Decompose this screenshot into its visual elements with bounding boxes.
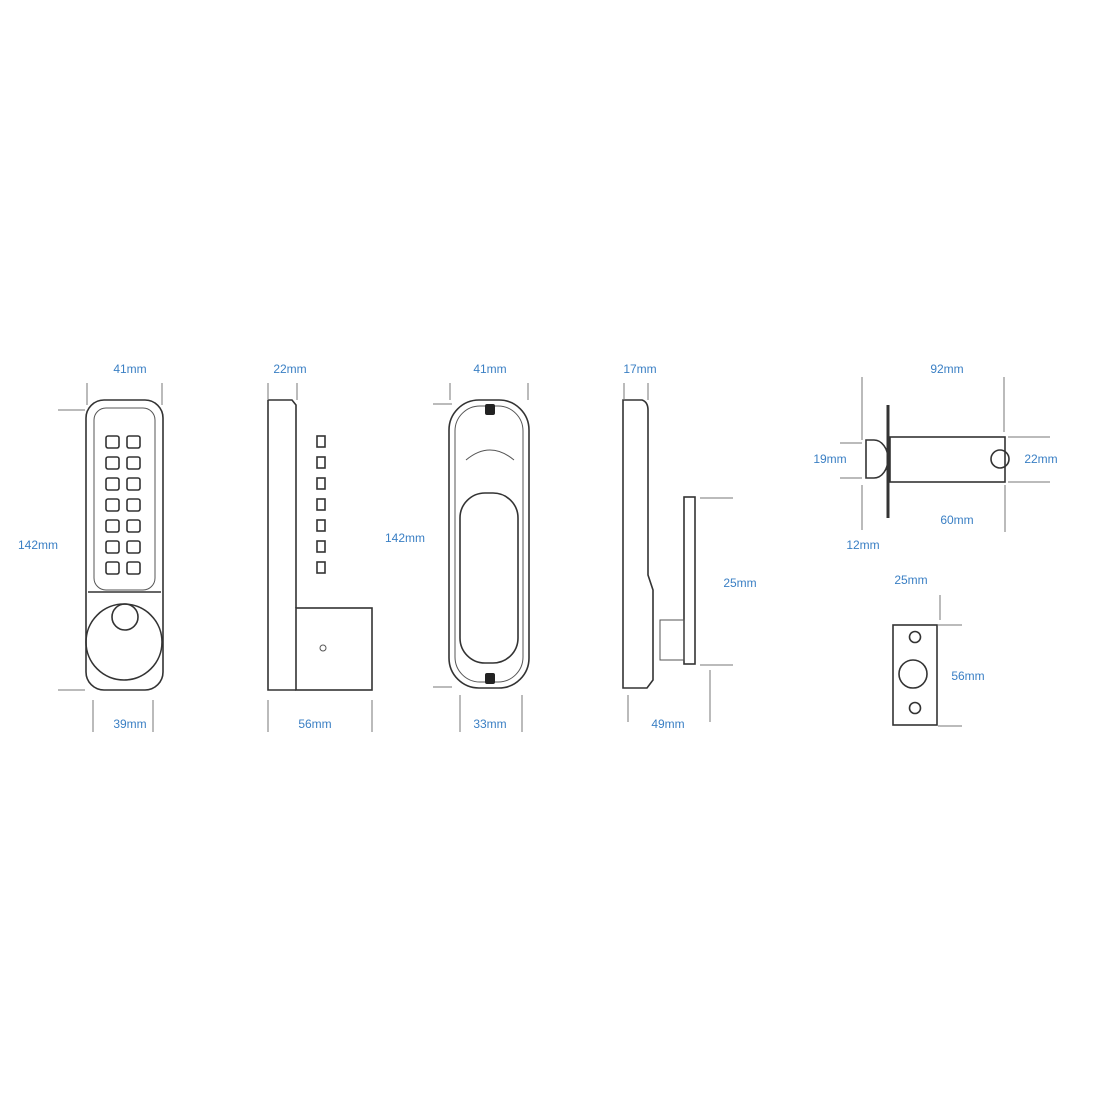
dim-latch-backset: 60mm: [940, 513, 973, 527]
dim-front-height: 142mm: [18, 538, 58, 552]
latch-view: 92mm 19mm 22mm 60mm 12mm: [813, 362, 1057, 552]
dim-latch-bolt-projection: 12mm: [846, 538, 879, 552]
dim-side-depth-bottom: 56mm: [298, 717, 331, 731]
keypad-button-icon: [126, 540, 141, 554]
screw-icon: [485, 673, 495, 684]
dim-latch-body-height: 22mm: [1024, 452, 1057, 466]
keypad-button-icon: [105, 519, 120, 533]
dim-latch-length: 92mm: [930, 362, 963, 376]
front-view: 41mm 142mm 39mm: [18, 362, 164, 732]
key-cylinder-icon: [111, 603, 139, 631]
screw-icon: [485, 404, 495, 415]
dim-front-width-bottom: 39mm: [113, 717, 146, 731]
back-view: 41mm 142mm 33mm: [385, 362, 530, 732]
dim-back-width-bottom: 33mm: [473, 717, 506, 731]
keypad-button-icon: [126, 456, 141, 470]
dim-backside-depth-top: 17mm: [623, 362, 656, 376]
side-view: 22mm 56mm: [267, 362, 373, 732]
dim-back-width-top: 41mm: [473, 362, 506, 376]
keypad-button-icon: [126, 519, 141, 533]
dim-backside-depth-bottom: 49mm: [651, 717, 684, 731]
dim-latch-bolt-height: 19mm: [813, 452, 846, 466]
keypad-button-side-icon: [316, 540, 326, 553]
keypad-button-side-icon: [316, 519, 326, 532]
keypad-button-side-icon: [316, 561, 326, 574]
keypad-button-icon: [105, 540, 120, 554]
dim-side-depth-top: 22mm: [273, 362, 306, 376]
keypad-button-side-icon: [316, 498, 326, 511]
keypad-button-icon: [105, 477, 120, 491]
strike-view: 25mm 56mm: [892, 573, 985, 727]
back-side-view: 17mm 25mm 49mm: [622, 362, 757, 731]
keypad-button-icon: [126, 477, 141, 491]
keypad-button-icon: [105, 498, 120, 512]
dim-strike-height: 56mm: [951, 669, 984, 683]
keypad-button-icon: [105, 456, 120, 470]
keypad-button-icon: [105, 561, 120, 575]
keypad-button-side-icon: [316, 435, 326, 448]
dim-strike-width: 25mm: [894, 573, 927, 587]
keypad-button-icon: [126, 435, 141, 449]
keypad-button-icon: [105, 435, 120, 449]
keypad-button-icon: [126, 498, 141, 512]
dim-backside-plate-height: 25mm: [723, 576, 756, 590]
dim-back-height: 142mm: [385, 531, 425, 545]
knob-icon: [85, 603, 163, 681]
keypad-button-icon: [126, 561, 141, 575]
dim-front-width-top: 41mm: [113, 362, 146, 376]
keypad-button-side-icon: [316, 477, 326, 490]
keypad-button-side-icon: [316, 456, 326, 469]
